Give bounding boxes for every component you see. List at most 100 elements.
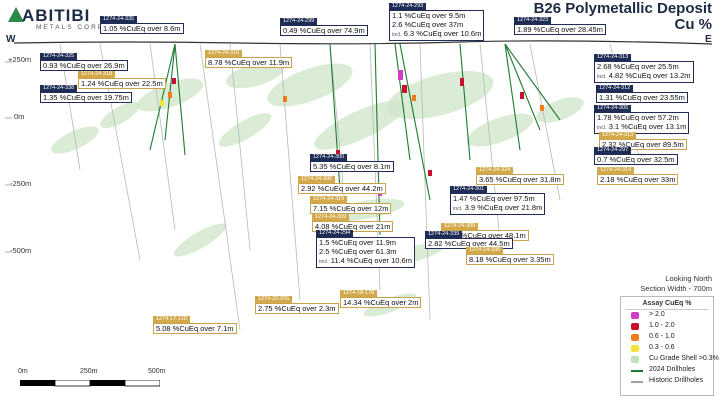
section-info: Looking North Section Width - 700m [640,274,712,294]
intercept-text: 1.1 %CuEq over 9.5m [392,11,466,20]
assay-marker [336,150,340,156]
drillhole-id-tag: 1274-24-309 [312,214,350,221]
grade-shell [314,100,406,150]
intercept-box: 2.32 %CuEq over 89.5m [599,139,687,150]
drillhole-id-tag: 1274-17-110 [153,316,190,323]
elev-label-m250: -250m [10,179,32,188]
intercept-text: 1.47 %CuEq over 97.5m [453,194,535,203]
intercept-text: 1.31 %CuEq over 23.55m [599,93,685,102]
drillhole-id-tag: 1274-24-305 [594,105,632,112]
drillhole-2024 [394,43,411,161]
incl-label: incl. [597,125,607,131]
legend-label: > 2.0 [649,311,665,318]
drillhole-id-tag: 1274-22-206 [255,296,293,303]
drillhole-id-tag: 1274-24-336 [466,247,504,254]
scale-segment [20,380,55,386]
assay-marker [412,95,416,101]
intercept-line: 1.31 %CuEq over 23.55m [599,93,685,102]
intercept-line: 1.05 %CuEq over 8.6m [103,24,181,33]
drillhole-id-tag: 1274-24-313 [594,54,632,61]
intercept-line: incl.3.1 %CuEq over 13.1m [597,122,686,133]
intercept-line: 1.47 %CuEq over 97.5m [453,194,542,203]
intercept-line: 5.08 %CuEq over 7.1m [156,324,234,333]
grade-shell [218,113,272,147]
intercept-line: 8.78 %CuEq over 11.9m [208,58,289,67]
drillhole-id-tag: 1274-24-318 [78,71,116,78]
grade-shell [386,71,494,119]
intercept-box: 1.31 %CuEq over 23.55m [596,92,688,103]
scale-segment [124,380,160,387]
grade-shell [225,61,285,89]
intercept-line: 2.18 %CuEq over 33m [600,175,675,184]
drillhole-id-tag: 1274-24-338 [40,85,78,92]
legend-swatch-icon [631,345,639,352]
drillhole-2024 [174,43,186,156]
intercept-line: 5.35 %CuEq over 8.1m [313,162,391,171]
figure-title: B26 Polymetallic Deposit Cu % [534,1,712,33]
intercept-line: 4.08 %CuEq over 21m [315,222,390,231]
assay-marker [168,92,172,98]
intercept-text: 11.4 %CuEq over 10.6m [330,256,412,265]
drillhole-id-tag: 1274-18-178 [340,290,378,297]
assay-marker [428,170,432,176]
drillhole-id-tag: 1274-24-297 [594,147,632,154]
section-width: Section Width - 700m [640,284,712,293]
historic-drillhole [419,43,431,321]
intercept-text: 2.68 %CuEq over 25.5m [597,62,679,71]
title-line-2: Cu % [674,16,713,33]
incl-label: incl. [597,74,607,80]
intercept-text: 2.6 %CuEq over 37m [392,20,464,29]
grade-shell [466,113,534,147]
drillhole-id-tag: 1274-24-325 [40,53,78,60]
logo-wordmark: ABITIBI [22,6,91,25]
drillhole-2024 [149,43,176,151]
assay-marker [172,78,176,84]
intercept-line: 0.7 %CuEq over 32.5m [597,155,675,164]
drillhole-2024 [504,43,521,151]
intercept-box: 8.78 %CuEq over 11.9m [205,57,293,68]
logo-mark-icon [8,7,24,22]
drillhole-id-tag: 1274-24-299 [280,18,318,25]
intercept-text: 5.08 %CuEq over 7.1m [156,324,234,333]
drillhole-id-tag: 1274-24-293 [389,3,427,10]
intercept-text: 1.5 %CuEq over 11.9m [319,238,396,247]
intercept-line: 7.15 %CuEq over 12m [313,204,388,213]
drillhole-id-tag: 1274-24-314 [597,167,635,174]
intercept-line: incl.11.4 %CuEq over 10.6m [319,256,412,267]
intercept-line: 1.5 %CuEq over 11.9m [319,238,412,247]
west-label: W [6,34,16,45]
legend-swatch-icon [631,334,639,341]
legend-item: 2024 Drillholes [621,365,713,376]
legend-item: 0.3 - 0.6 [621,343,713,354]
intercept-line: 1.78 %CuEq over 57.2m [597,113,686,122]
drillhole-id-tag: 1274-24-339 [425,231,463,238]
legend-label: 2024 Drillholes [649,366,696,373]
intercept-line: 1.89 %CuEq over 28.45m [517,25,603,34]
intercept-box: 1.89 %CuEq over 28.45m [514,24,606,35]
drillhole-id-tag: 1274-24-294 [316,230,354,237]
intercept-line: 8.18 %CuEq over 3.35m [469,255,551,264]
intercept-text: 1.35 %CuEq over 19.75m [43,93,129,102]
drillhole-2024 [504,43,541,131]
intercept-text: 2.18 %CuEq over 33m [600,175,676,184]
drillhole-id-tag: 1274-24-313 [599,132,637,139]
intercept-line: 1.35 %CuEq over 19.75m [43,93,129,102]
drillhole-id-tag: 1274-24-306 [298,176,336,183]
intercept-line: 3.65 %CuEq over 31.8m [479,175,561,184]
drillhole-id-tag: 1274-24-301 [450,186,488,193]
intercept-box: 1.24 %CuEq over 22.5m [78,78,166,89]
looking-direction: Looking North [665,274,712,283]
intercept-line: 2.92 %CuEq over 44.2m [301,184,383,193]
intercept-line: 1.1 %CuEq over 9.5m [392,11,481,20]
intercept-line: 0.49 %CuEq over 74.9m [283,26,365,35]
legend-item: > 2.0 [621,310,713,321]
assay-marker [160,100,164,106]
scale-label-250: 250m [80,368,98,375]
legend-title: Assay CuEq % [625,300,709,310]
intercept-box: 8.18 %CuEq over 3.35m [466,254,554,265]
grade-shell [100,102,140,128]
